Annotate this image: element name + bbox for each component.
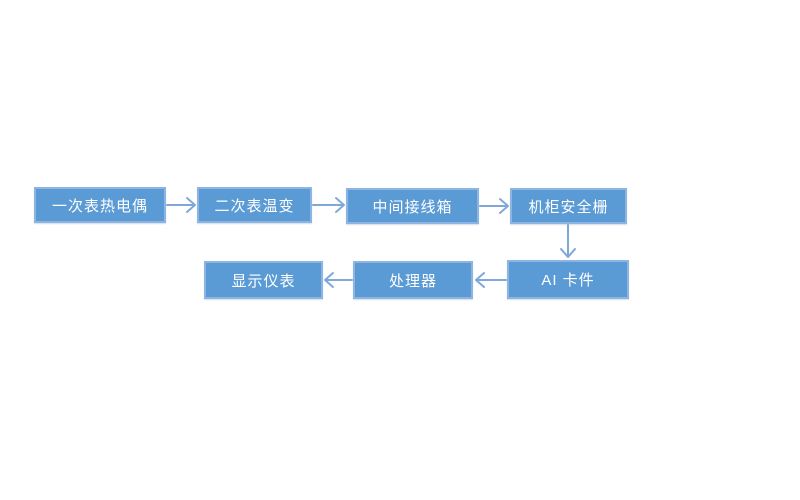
- node-processor: 处理器: [353, 261, 473, 299]
- node-display-instrument: 显示仪表: [204, 261, 323, 299]
- arrow-processor-to-display: [324, 272, 353, 288]
- node-secondary-transmitter: 二次表温变: [197, 187, 312, 223]
- node-label: 一次表热电偶: [51, 197, 148, 215]
- arrow-aicard-to-processor: [475, 272, 507, 288]
- node-label: 中间接线箱: [372, 198, 453, 216]
- arrow-junction-to-barrier: [479, 198, 509, 214]
- node-junction-box: 中间接线箱: [346, 188, 479, 224]
- node-label: AI 卡件: [541, 272, 595, 289]
- arrow-barrier-to-aicard: [560, 224, 576, 258]
- node-label: 二次表温变: [214, 197, 295, 215]
- node-label: 显示仪表: [231, 272, 296, 290]
- arrow-secondary-to-junction: [312, 197, 345, 213]
- node-primary-thermocouple: 一次表热电偶: [34, 187, 166, 223]
- node-safety-barrier: 机柜安全栅: [510, 188, 627, 224]
- node-ai-card: AI 卡件: [507, 260, 629, 299]
- node-label: 机柜安全栅: [528, 198, 609, 216]
- arrow-primary-to-secondary: [166, 197, 196, 213]
- node-label: 处理器: [388, 272, 437, 290]
